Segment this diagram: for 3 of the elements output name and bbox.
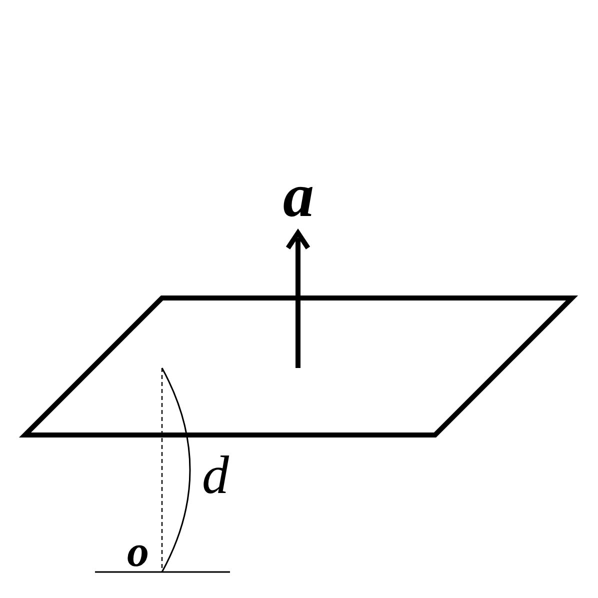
vector-label: a [283,165,314,227]
distance-label: d [202,448,229,502]
origin-label: o [127,530,149,574]
